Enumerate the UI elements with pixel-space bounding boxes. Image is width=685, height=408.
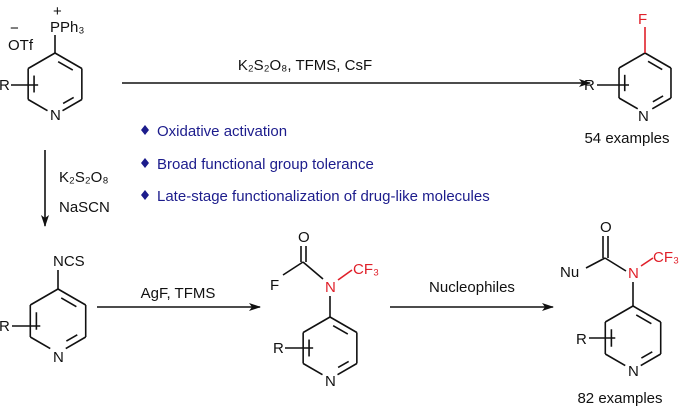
oxygen-label: O	[298, 229, 310, 246]
plus-charge: +	[53, 3, 62, 20]
diamond-bullet-icon	[141, 190, 149, 200]
double-bond-line	[635, 314, 652, 325]
double-bond-line	[332, 324, 349, 335]
carbamoyl-fluoride-intermediate: O F N CF₃ R N	[270, 229, 379, 390]
nitrogen-label: N	[325, 279, 336, 296]
minus-charge: −	[10, 20, 19, 37]
fluorine-label: F	[638, 11, 647, 28]
ring-bond	[618, 52, 646, 69]
down-arrow-reagent-2: NaSCN	[59, 199, 110, 216]
r-label: R	[0, 318, 10, 335]
ring-bond	[57, 288, 87, 306]
ring-bond	[27, 98, 48, 112]
ring-n-label: N	[50, 107, 61, 124]
ring-bond	[302, 362, 323, 376]
ring-bond	[29, 336, 51, 350]
double-bond-line	[57, 60, 74, 71]
bullet-item: Late-stage functionalization of drug-lik…	[157, 188, 490, 205]
ring-n-label: N	[638, 108, 649, 125]
double-bond-line	[60, 297, 77, 308]
double-bond-line	[640, 351, 653, 359]
ring-bond	[27, 52, 56, 70]
ring-bond	[632, 305, 662, 323]
r-label: R	[576, 331, 587, 348]
c-n-bond	[604, 257, 627, 272]
ring-n-label: N	[325, 373, 336, 390]
ring-bond	[644, 52, 672, 69]
ring-bond	[329, 316, 358, 334]
nitrogen-label: N	[628, 265, 639, 282]
start-material: + PPh₃ − OTf R N	[0, 3, 84, 124]
cf3-label: CF₃	[653, 249, 679, 266]
feature-bullets: Oxidative activation Broad functional gr…	[141, 123, 490, 205]
n-cf3-bond	[640, 257, 654, 267]
example-count: 82 examples	[577, 390, 662, 407]
double-bond-line	[337, 360, 350, 369]
r-label: R	[0, 77, 10, 94]
ring-bond	[337, 362, 358, 376]
fluoro-product: F R N 54 examples	[584, 11, 670, 147]
example-count: 54 examples	[584, 130, 669, 147]
double-bond-line	[652, 95, 664, 103]
nucleophiles-arrow-label: Nucleophiles	[429, 279, 515, 296]
double-bond-line	[62, 96, 75, 105]
diamond-bullet-icon	[141, 125, 149, 135]
nu-label: Nu	[560, 264, 579, 281]
double-bond-line	[647, 60, 663, 71]
top-arrow-reagents: K₂S₂O₈, TFMS, CsF	[238, 57, 372, 74]
bond-lines	[11, 27, 672, 376]
ring-bond	[604, 305, 634, 323]
isothiocyanate-intermediate: NCS R N	[0, 253, 85, 366]
otf-label: OTf	[8, 37, 34, 54]
bullet-item: Oxidative activation	[157, 123, 287, 140]
ring-n-label: N	[53, 349, 64, 366]
ncs-label: NCS	[53, 253, 85, 270]
ring-bond	[302, 316, 331, 334]
bullet-item: Broad functional group tolerance	[157, 156, 374, 173]
ring-bond	[640, 353, 662, 367]
c-f-bond	[282, 261, 304, 276]
ring-bond	[651, 97, 672, 110]
r-label: R	[584, 77, 595, 94]
c-n-bond	[302, 261, 324, 280]
diamond-bullet-icon	[141, 158, 149, 168]
down-arrow-reagent-1: K₂S₂O₈	[59, 169, 109, 186]
c-nu-bond	[585, 257, 606, 269]
r-label: R	[273, 340, 284, 357]
n-cf3-bond	[337, 269, 353, 281]
double-bond-line	[65, 334, 78, 342]
ring-bond	[29, 288, 59, 306]
fluorine-label: F	[270, 277, 279, 294]
ring-bond	[618, 97, 639, 110]
ring-bond	[62, 98, 83, 112]
oxygen-label: O	[600, 219, 612, 236]
cf3-label: CF₃	[353, 261, 379, 278]
ring-bond	[604, 353, 626, 367]
ring-bond	[65, 336, 87, 350]
final-product: O Nu N CF₃ R N 82 examples	[560, 219, 679, 407]
ring-bond	[54, 52, 83, 70]
pph3-label: PPh₃	[50, 19, 84, 36]
ring-n-label: N	[628, 363, 639, 380]
agf-arrow-reagents: AgF, TFMS	[141, 285, 216, 302]
